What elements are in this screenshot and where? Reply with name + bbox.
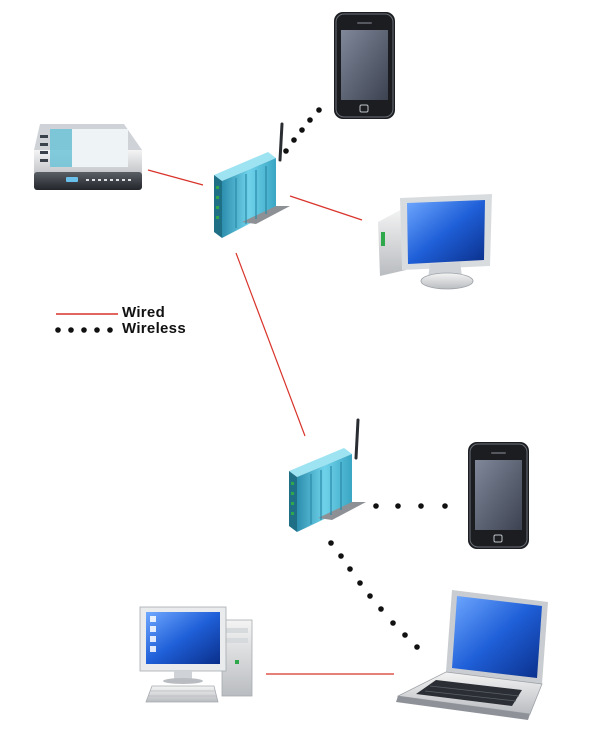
legend-wireless-swatch xyxy=(55,327,113,333)
connections xyxy=(147,107,448,675)
wireless-link-router2-phone2 xyxy=(373,503,448,509)
wireless-link-router1-phone1 xyxy=(283,107,322,154)
legend-wireless-label: Wireless xyxy=(122,320,186,337)
wireless-router-icon xyxy=(214,122,290,238)
legend-wired-label: Wired xyxy=(122,304,166,321)
smartphone-icon xyxy=(334,12,395,119)
monitor-icon xyxy=(378,194,492,290)
wired-link-router1-router2 xyxy=(235,252,306,437)
smartphone-icon xyxy=(468,442,529,549)
laptop-icon xyxy=(396,590,548,720)
modem-icon xyxy=(34,124,142,190)
wired-link-router1-monitor xyxy=(289,195,363,221)
wireless-link-router2-laptop xyxy=(328,540,420,650)
wired-link-modem-router1 xyxy=(147,169,204,186)
legend xyxy=(55,313,118,333)
desktop-computer-icon xyxy=(139,606,253,703)
wireless-router-icon xyxy=(289,418,366,532)
